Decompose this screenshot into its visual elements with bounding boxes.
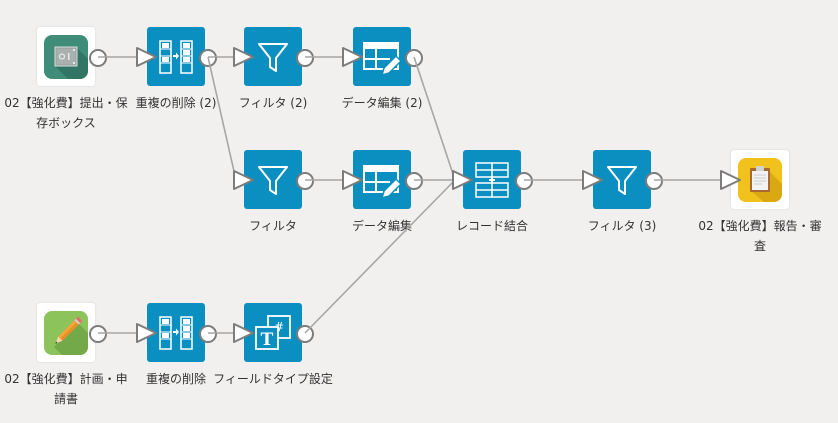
node-box [593,150,651,209]
node-dedupe[interactable]: 重複の削除 [146,303,217,386]
node-dedupe-2[interactable]: 重複の削除 (2) [136,27,217,110]
svg-text:#: # [274,320,284,334]
filter-icon [607,165,637,195]
node-box: # T [244,303,302,362]
node-label: レコード結合 [455,219,528,233]
svg-text:T: T [261,330,274,350]
output-port[interactable] [89,325,107,343]
node-label: フィルタ [249,219,297,233]
dedupe-icon [159,39,193,74]
node-label: フィルタ (3) [587,219,657,233]
pencil-icon [44,310,88,355]
node-label: 02【強化費】提出・保存ボックス [4,96,128,130]
output-port[interactable] [89,49,107,67]
output-port[interactable] [199,49,217,67]
clipboard-icon [738,157,782,202]
output-port[interactable] [296,325,314,343]
filter-icon [258,165,288,195]
node-label: 02【強化費】報告・審査 [698,219,822,253]
node-data-edit-2[interactable]: データ編集 (2) [342,27,423,110]
node-box [353,150,411,209]
node-label: フィールドタイプ設定 [213,372,333,386]
filter-icon [258,42,288,72]
edge-dedup2-to-filter1[interactable] [207,56,237,181]
node-box [463,150,521,209]
node-label: データ編集 (2) [341,96,423,110]
output-port[interactable] [296,172,314,190]
node-source-submission-box[interactable]: 02【強化費】提出・保存ボックス [4,27,128,130]
table-edit-icon [363,164,403,199]
node-source-plan-application[interactable]: 02【強化費】計画・申請書 [4,303,128,406]
node-box [353,27,411,86]
node-card [37,303,95,362]
dedupe-icon [159,315,193,350]
node-box [244,27,302,86]
edge-edit2-to-join[interactable] [413,56,456,181]
node-label: 重複の削除 [145,372,206,386]
node-field-type-setting[interactable]: # T フィールドタイプ設定 [213,303,333,386]
node-card [731,150,789,209]
output-port[interactable] [405,172,423,190]
node-box [147,303,205,362]
node-card [37,27,95,86]
node-box [147,27,205,86]
record-join-icon [475,161,509,198]
node-label: 02【強化費】計画・申請書 [4,372,128,406]
node-filter[interactable]: フィルタ [244,150,314,233]
node-label: 重複の削除 (2) [135,96,217,110]
output-port[interactable] [515,172,533,190]
safe-box-icon [44,34,88,79]
node-data-edit[interactable]: データ編集 [352,150,423,233]
table-edit-icon [363,41,403,76]
field-type-icon: # T [255,314,291,350]
node-sink-report-review[interactable]: 02【強化費】報告・審査 [698,150,822,253]
output-port[interactable] [645,172,663,190]
output-port[interactable] [296,49,314,67]
node-record-join[interactable]: レコード結合 [456,150,533,233]
node-label: フィルタ (2) [238,96,308,110]
node-box [244,150,302,209]
node-filter-3[interactable]: フィルタ (3) [588,150,663,233]
output-port[interactable] [405,49,423,67]
node-filter-2[interactable]: フィルタ (2) [239,27,314,110]
output-port[interactable] [199,325,217,343]
